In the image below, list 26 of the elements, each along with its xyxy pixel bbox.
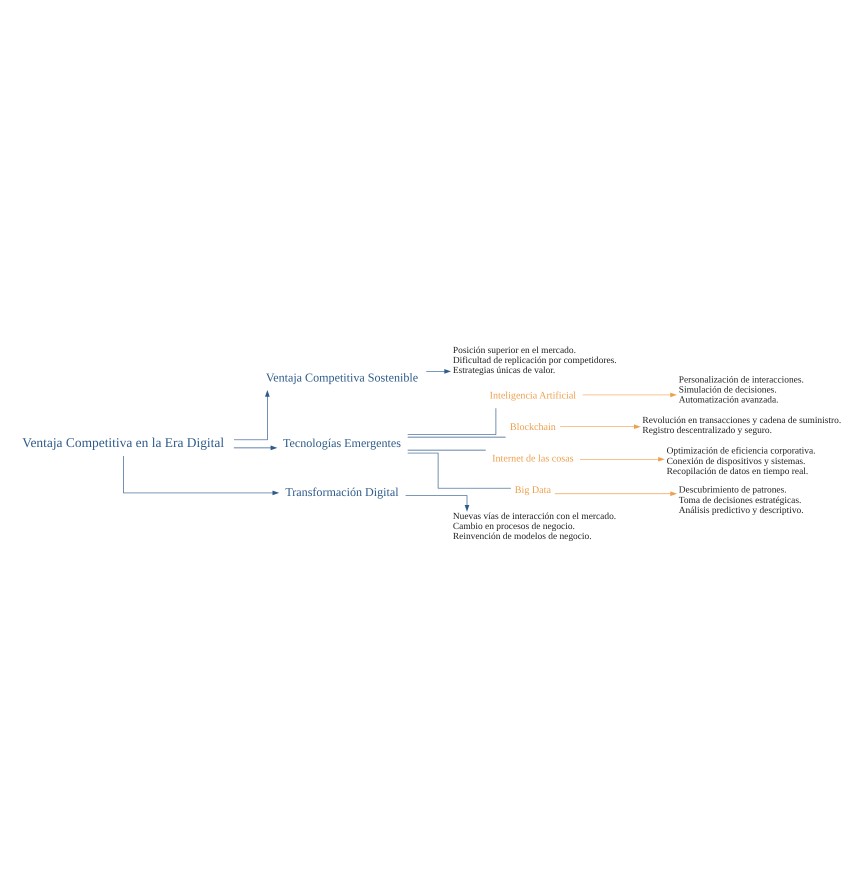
connector [407,452,512,489]
node-text: Optimización de eficiencia corporativa. Conexión de dispositivos y sistemas. Recopilación de datos en tiempo real. [666,446,816,477]
arrow [580,456,665,462]
arrow [405,495,470,512]
arrow [426,369,452,374]
node-text: Big Data [514,485,551,496]
arrow [554,491,678,496]
arrow [234,446,278,450]
node-text: Tecnologías Emergentes [282,436,401,450]
node-text: Inteligencia Artificial [490,390,576,402]
node-text: Descubrimiento de patrones. Toma de decisiones estratégicas. Análisis predictivo y descriptivo. [678,486,804,516]
connector [407,408,496,435]
connector [407,436,506,438]
node-text: Nuevas vías de interacción con el mercado. Cambio en procesos de negocio. Reinvención de modelos de negocio. [452,512,616,542]
node-text: Ventaja Competitiva Sostenible [266,370,418,385]
arrow [234,390,270,440]
node-text: Personalización de interacciones. Simulación de decisiones. Automatización avanzada. [678,375,804,406]
arrow [582,392,677,398]
node-text: Posición superior en el mercado. Dificultad de replicación por competidores. Estrategias únicas de valor. [452,346,617,376]
node-text: Revolución en transacciones y cadena de suministro. Registro descentralizado y seguro. [642,416,842,436]
arrow [560,424,641,430]
arrow [123,456,280,496]
node-text: Ventaja Competitiva en la Era Digital [22,435,224,450]
node-text: Transformación Digital [285,484,399,499]
node-text: Internet de las cosas [492,454,574,465]
node-text: Blockchain [510,422,556,434]
